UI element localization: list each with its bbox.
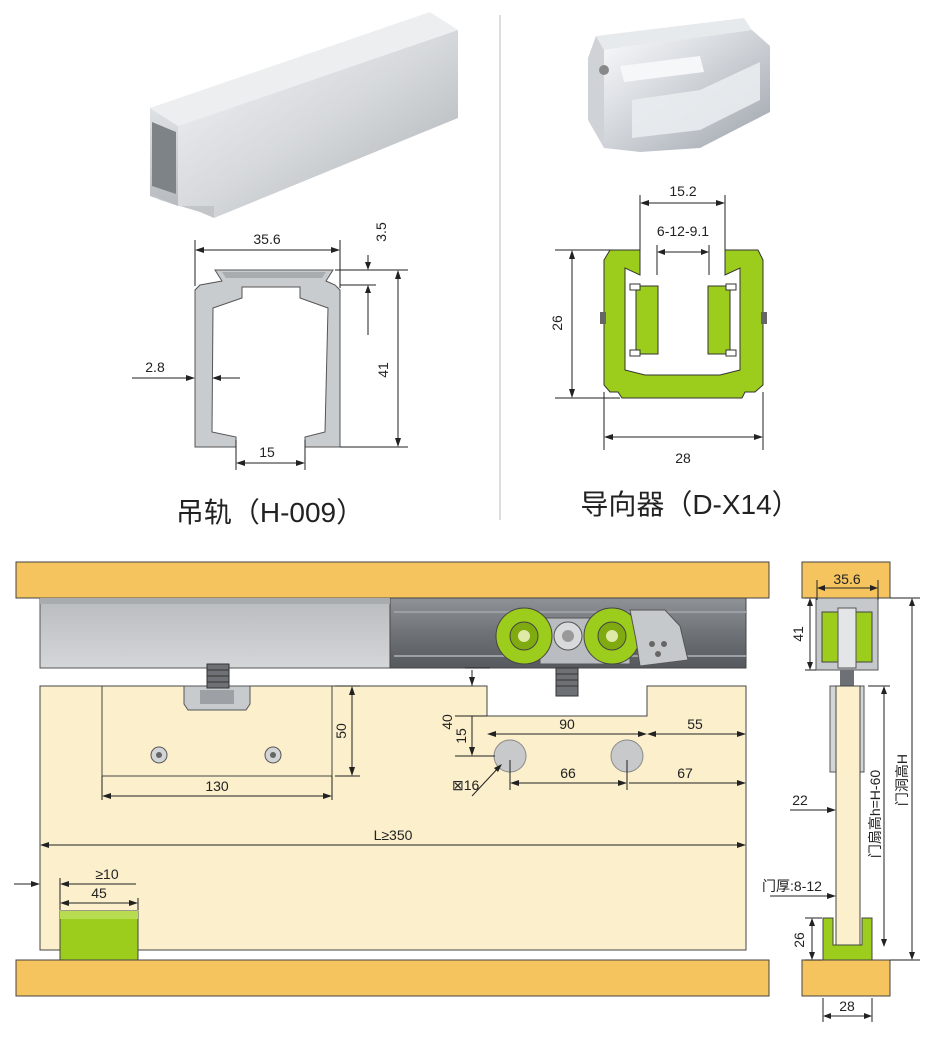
dim-notch: 90 <box>559 716 575 732</box>
dim-side-rail: 41 <box>790 626 806 642</box>
dim-side-door-h: 门扇高h=H-60 <box>867 770 883 859</box>
dim-guide-width: 28 <box>675 450 691 466</box>
dim-guide-height: 26 <box>549 315 565 331</box>
dim-gap-40: 40 <box>439 714 455 730</box>
dim-side-guide-w: 28 <box>839 998 855 1014</box>
dim-end-55: 55 <box>687 716 703 732</box>
front-view <box>15 561 770 997</box>
dim-rail-slot: 15 <box>259 444 275 460</box>
roller-carriage <box>495 607 689 697</box>
guide-cross-section <box>600 249 767 399</box>
dim-plate-height: 50 <box>333 723 349 739</box>
side-dimensions: 35.6 41 22 门扇高h=H-60 门洞高H 门厚:8-12 26 <box>762 571 920 1022</box>
dim-plate-width: 130 <box>205 778 229 794</box>
floor-guide <box>59 910 139 961</box>
ceiling-board <box>15 561 770 599</box>
dim-min-10: ≥10 <box>95 866 118 882</box>
dim-side-top: 35.6 <box>833 571 860 587</box>
dim-side-thickness: 门厚:8-12 <box>762 878 822 894</box>
dim-guide-45: 45 <box>91 885 107 901</box>
caption-guide: 导向器（D-X14） <box>580 489 799 520</box>
dim-guide-inner: 15.2 <box>669 183 696 199</box>
caption-rail: 吊轨（H-009） <box>176 497 364 528</box>
rail-3d-render <box>150 12 458 218</box>
dim-rail-width: 35.6 <box>253 231 280 247</box>
dim-end-67: 67 <box>677 765 693 781</box>
floor-board <box>15 959 770 997</box>
dim-side-guide-h: 26 <box>791 932 807 948</box>
rail-cross-section <box>194 269 341 448</box>
guide-dimensions: 15.2 6-12-9.1 26 28 <box>549 183 764 466</box>
dim-rail-wall: 2.8 <box>145 359 165 375</box>
dim-guide-range: 6-12-9.1 <box>657 223 709 239</box>
dim-rail-lip: 3.5 <box>373 222 389 242</box>
dim-gap-15: 15 <box>453 728 469 744</box>
rail-dimensions: 35.6 3.5 41 2.8 15 <box>132 222 408 470</box>
front-dimensions: 50 130 40 15 90 55 66 67 ⊠ <box>14 667 746 910</box>
dim-length: L≥350 <box>374 827 413 843</box>
dim-spacing-66: 66 <box>560 765 576 781</box>
dim-side-opening: 门洞高H <box>894 754 910 806</box>
guide-3d-render <box>588 18 770 152</box>
dim-hole: ⊠16 <box>452 777 480 793</box>
dim-rail-height: 41 <box>375 362 391 378</box>
dim-side-offset: 22 <box>792 792 808 808</box>
